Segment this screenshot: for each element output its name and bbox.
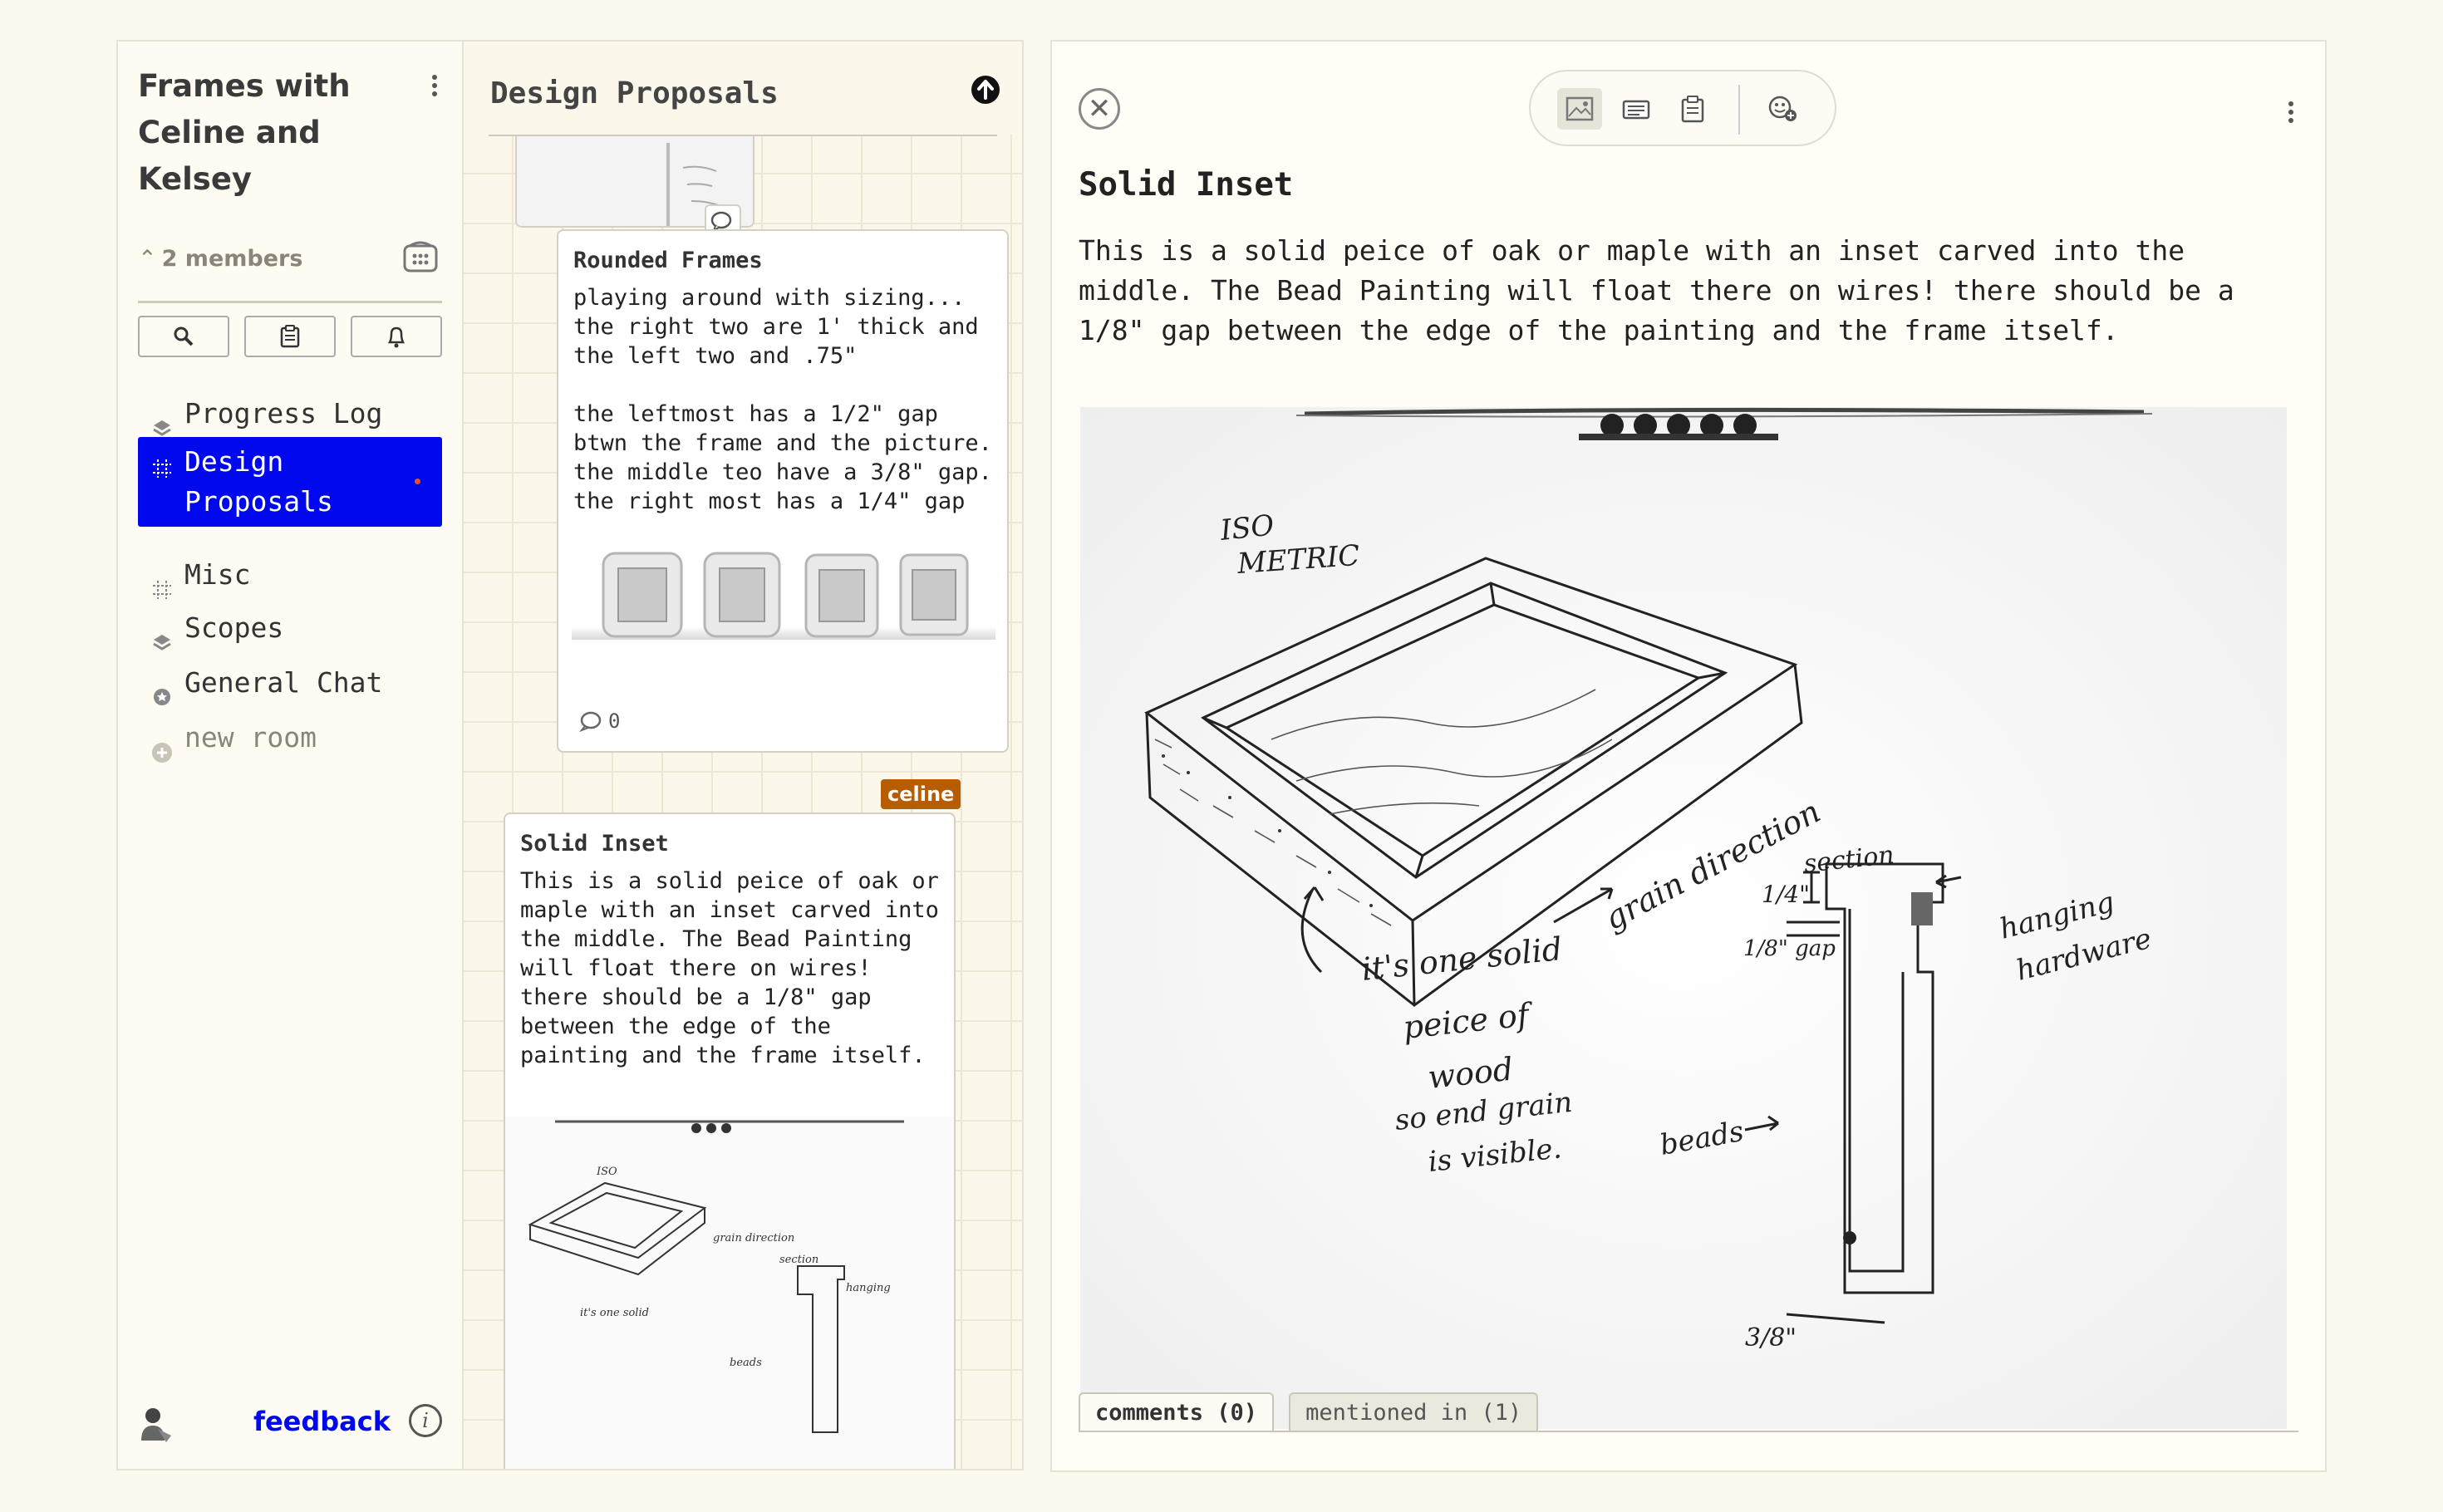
card-solid-inset[interactable]: Solid Inset This is a solid peice of oak…	[504, 812, 956, 1469]
chevrons-up-icon: ⌃	[138, 246, 157, 272]
detail-menu-icon[interactable]	[2287, 98, 2295, 126]
room-item-new-room[interactable]: new room	[138, 711, 442, 764]
svg-text:hanging: hanging	[846, 1282, 891, 1294]
card-title: Rounded Frames	[573, 248, 763, 273]
svg-text:it's one solid: it's one solid	[580, 1307, 649, 1319]
svg-text:grain direction: grain direction	[713, 1232, 794, 1244]
card-rounded-frames[interactable]: Rounded Frames playing around with sizin…	[557, 229, 1009, 753]
svg-text:wood: wood	[1426, 1050, 1515, 1095]
user-avatar-icon[interactable]	[138, 1404, 174, 1444]
search-icon	[174, 326, 194, 346]
tab-comments[interactable]: comments (0)	[1079, 1392, 1275, 1432]
room-label: Progress Log	[184, 397, 383, 430]
layers-icon	[151, 618, 173, 650]
members-count[interactable]: ⌃2 members	[138, 246, 302, 272]
image-view-button[interactable]	[1557, 88, 1602, 130]
text-view-button[interactable]	[1614, 88, 1659, 130]
svg-text:3/8": 3/8"	[1745, 1323, 1797, 1352]
clipboard-view-button[interactable]	[1670, 88, 1715, 130]
space-title: Frames with Celine and Kelsey	[138, 68, 351, 197]
clipboard-icon	[1681, 96, 1704, 123]
room-item-progress-log[interactable]: Progress Log	[138, 387, 442, 440]
cards-icon	[1622, 100, 1650, 120]
bell-icon	[387, 326, 406, 348]
grid-icon	[151, 565, 173, 599]
members-label: 2 members	[161, 246, 303, 272]
add-reaction-button[interactable]	[1760, 88, 1805, 130]
card-image-frames	[572, 552, 995, 640]
search-button[interactable]	[138, 316, 229, 357]
column-divider	[489, 135, 997, 136]
author-tag: celine	[881, 779, 961, 809]
plus-circle-icon	[151, 728, 173, 763]
column-title: Design Proposals	[490, 76, 779, 110]
sidebar-footer: feedback i	[138, 1404, 442, 1449]
room-item-general-chat[interactable]: General Chat	[138, 656, 442, 709]
column-header: Design Proposals	[464, 42, 1022, 135]
feedback-link[interactable]: feedback	[253, 1406, 391, 1437]
layers-icon	[151, 404, 173, 436]
card-body: playing around with sizing... the right …	[573, 285, 992, 514]
svg-text:beads: beads	[730, 1357, 762, 1369]
space-menu-icon[interactable]	[430, 71, 439, 100]
room-label: General Chat	[184, 666, 383, 699]
comment-count: 0	[608, 709, 621, 733]
info-icon[interactable]: i	[409, 1404, 442, 1437]
comment-icon	[579, 711, 602, 732]
grid-icon	[151, 450, 173, 478]
room-label: Design Proposals	[184, 445, 333, 518]
svg-text:ISO: ISO	[1218, 508, 1276, 547]
detail-title: Solid Inset	[1079, 166, 1294, 204]
notifications-button[interactable]	[351, 316, 442, 357]
close-button[interactable]: ✕	[1079, 88, 1120, 130]
room-label: new room	[184, 721, 317, 754]
detail-tabs: comments (0) mentioned in (1)	[1079, 1392, 1539, 1432]
divider	[138, 301, 442, 303]
room-item-design-proposals[interactable]: Design Proposals	[138, 437, 442, 527]
scroll-up-icon[interactable]	[971, 75, 1000, 105]
clipboard-button[interactable]	[244, 316, 336, 357]
unread-dot	[415, 479, 420, 484]
card-comments[interactable]: 0	[578, 709, 620, 733]
chat-badge-icon	[151, 673, 173, 705]
detail-description: This is a solid peice of oak or maple wi…	[1079, 234, 2234, 346]
card-image-sketch: ISO it's one solid grain direction secti…	[505, 1117, 954, 1469]
tab-mentioned-in[interactable]: mentioned in (1)	[1289, 1392, 1539, 1432]
room-item-scopes[interactable]: Scopes	[138, 601, 442, 655]
card-detail-panel: ✕ Solid Inset This is a solid peice of o…	[1050, 40, 2327, 1472]
room-column: Design Proposals Rounded Frames playing …	[464, 40, 1024, 1470]
add-emoji-icon	[1768, 96, 1797, 121]
toolbar-divider	[1738, 85, 1740, 135]
svg-text:ISO: ISO	[596, 1166, 617, 1178]
room-label: Misc	[184, 558, 251, 591]
card-title: Solid Inset	[520, 831, 669, 857]
room-item-misc[interactable]: Misc	[138, 548, 442, 601]
view-toolbar	[1529, 70, 1836, 146]
space-sidebar: Frames with Celine and Kelsey ⌃2 members…	[116, 40, 464, 1470]
phone-icon[interactable]	[402, 241, 439, 274]
room-label: Scopes	[184, 611, 284, 644]
clipboard-icon	[280, 325, 300, 348]
image-icon	[1566, 96, 1594, 121]
tabs-divider	[1079, 1431, 2298, 1432]
svg-text:1/8" gap: 1/8" gap	[1743, 936, 1836, 961]
card-body: This is a solid peice of oak or maple wi…	[520, 868, 953, 1068]
svg-text:section: section	[779, 1254, 818, 1266]
sidebar-toolbar	[138, 316, 442, 357]
svg-text:1/4": 1/4"	[1762, 881, 1810, 908]
sketch-image[interactable]: ISO METRIC it's one solid peice of wood …	[1080, 407, 2287, 1429]
